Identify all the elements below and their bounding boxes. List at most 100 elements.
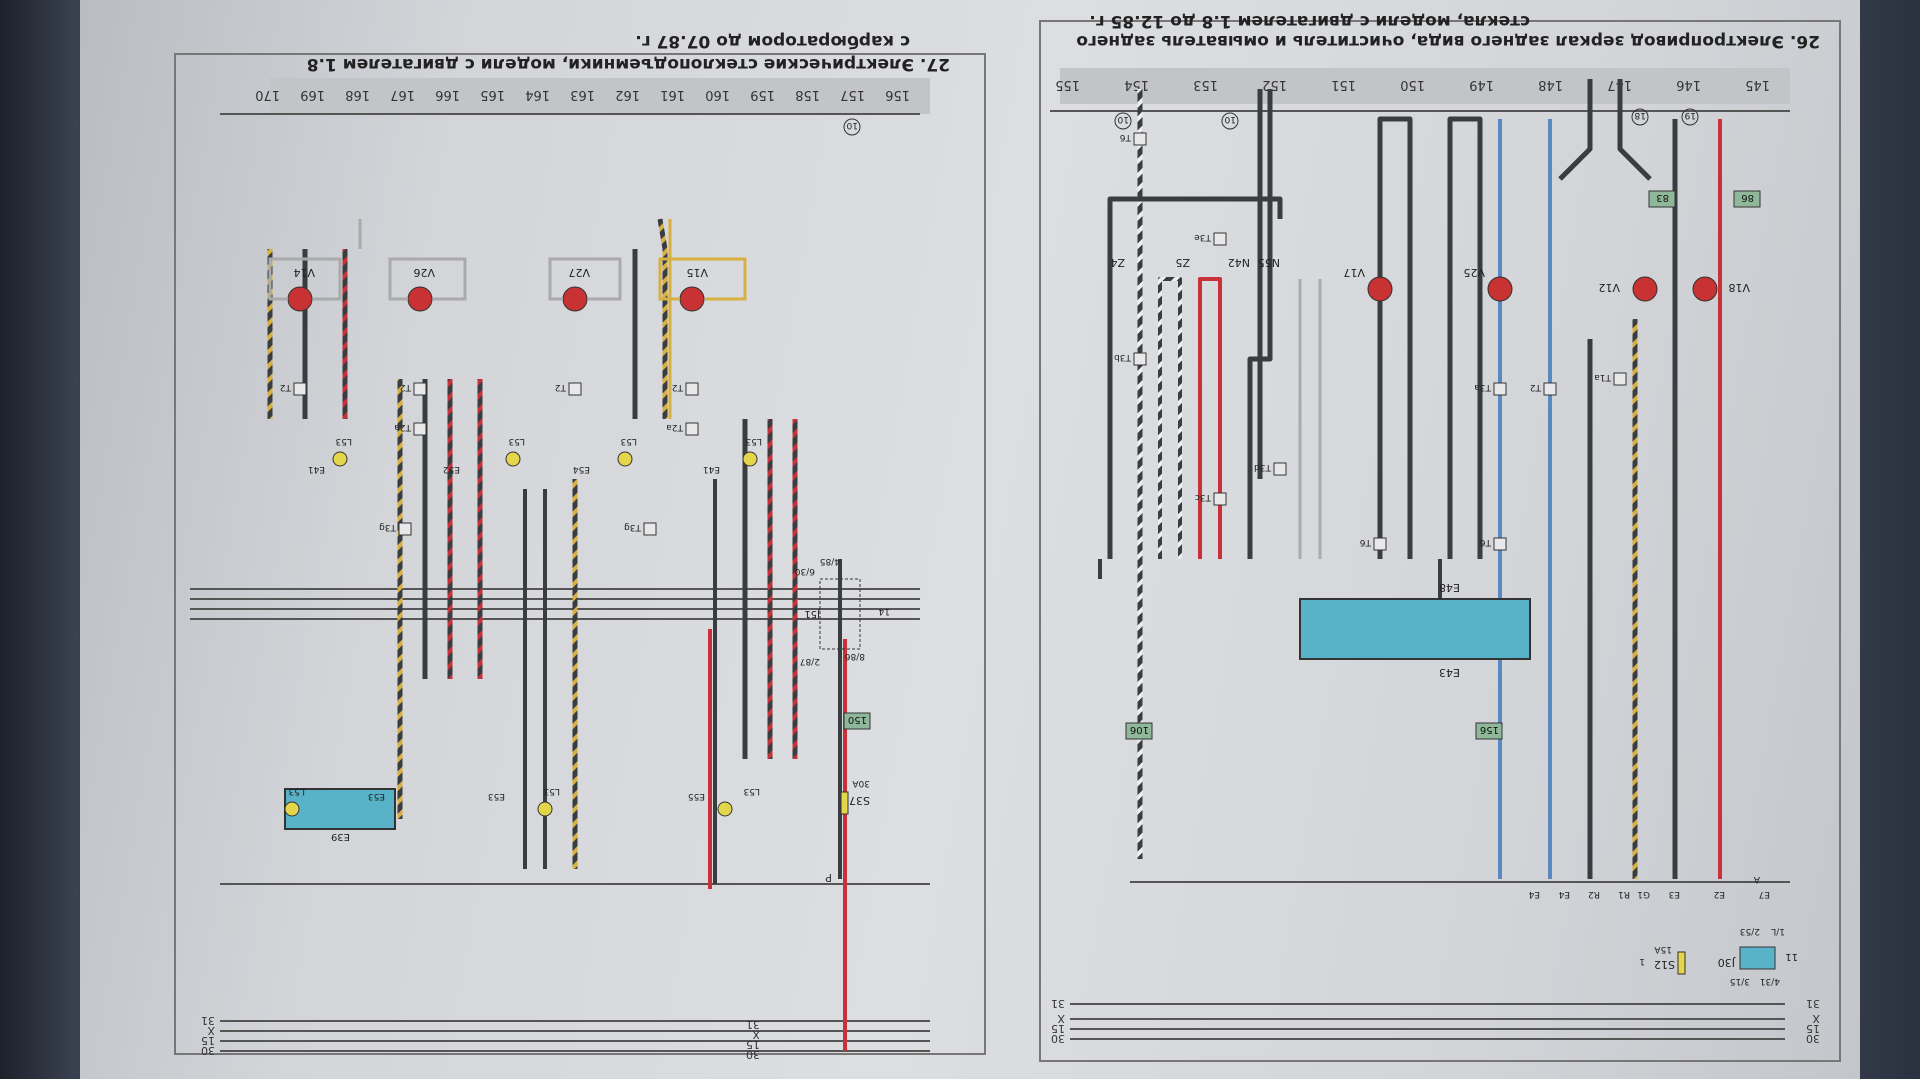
svg-text:2/87: 2/87 <box>800 656 820 666</box>
connector-label: T6 <box>1360 537 1372 547</box>
diagram-27-terminal-box: 150 <box>843 712 871 730</box>
connector-label: T2 <box>400 382 412 392</box>
connector-marker <box>1613 372 1627 386</box>
svg-text:E3: E3 <box>1669 889 1680 899</box>
diagram-27-ground-ref: 10 <box>843 118 861 136</box>
connector-marker <box>1373 537 1387 551</box>
diagram-26-terminal-boxes: 86 83 106 156 <box>1125 190 1761 740</box>
svg-text:1/L: 1/L <box>1771 926 1785 936</box>
diagram-26-frame <box>1039 20 1841 1062</box>
diagram-26-strip-labels: E7 E2 E3 G1 R1 R2 E4 E4 A <box>1528 874 1770 899</box>
connector-label: T3e <box>1194 232 1212 242</box>
diagram-26-grid-number: 145 <box>1745 77 1770 92</box>
window-motor-v14: V14 <box>287 266 315 312</box>
relay-j30: J30 11 4/31 3/15 2/53 1/L <box>1718 926 1798 986</box>
diagram-27-grid-band <box>270 78 930 114</box>
diagram-26-grid-number: 150 <box>1400 77 1425 92</box>
svg-text:15A: 15A <box>1654 944 1672 954</box>
diagram-26-grid-number: 155 <box>1055 77 1080 92</box>
window-motor-v27: V27 <box>562 266 590 312</box>
svg-text:30A: 30A <box>852 778 870 788</box>
svg-text:15: 15 <box>1806 1022 1820 1035</box>
connector-marker <box>685 422 699 436</box>
diagram-26-ground-refs: 19 18 10 10 <box>1114 108 1699 130</box>
diagram-26-title-line2: стекла, модели с двигателем 1.8 до 12.85… <box>1089 11 1530 31</box>
svg-text:N42: N42 <box>1228 256 1250 269</box>
svg-text:E54: E54 <box>573 464 590 474</box>
motor-loops-diagram-27 <box>268 257 747 301</box>
switch-e43: E43 E48 <box>1299 581 1531 679</box>
diagram-27-grid-number: 160 <box>705 87 730 102</box>
connector-marker <box>1493 382 1507 396</box>
svg-text:E41: E41 <box>703 464 720 474</box>
svg-text:15: 15 <box>1051 1022 1065 1035</box>
svg-text:E7: E7 <box>1759 889 1770 899</box>
svg-text:15: 15 <box>746 1038 760 1051</box>
svg-text:E53: E53 <box>488 791 505 801</box>
diagram-27-wires <box>267 218 847 1051</box>
svg-text:150: 150 <box>848 714 867 725</box>
diagram-27-grid-number: 165 <box>480 87 505 102</box>
svg-text:L53: L53 <box>509 436 525 446</box>
diagram-26-grid-number: 149 <box>1469 77 1494 92</box>
diagram-27-bus-labels: 30 15 X 31 30 15 X 31 P <box>201 871 832 1061</box>
svg-text:X: X <box>1812 1012 1820 1025</box>
svg-text:30: 30 <box>1051 1032 1065 1045</box>
svg-text:18: 18 <box>1634 110 1646 120</box>
connector-label: T6 <box>1480 537 1492 547</box>
nozzle-heaters: N55 N42 Z5 Z4 <box>1110 256 1280 269</box>
connector-marker <box>685 382 699 396</box>
switches-diagram-27: E41 E54 E52 E41 E53 E55 E53 <box>308 464 720 801</box>
svg-text:14: 14 <box>878 606 890 616</box>
diagram-26-grid-number: 151 <box>1331 77 1356 92</box>
svg-text:30: 30 <box>201 1044 215 1057</box>
diagram-27-grid-number: 167 <box>390 87 415 102</box>
svg-text:4/31: 4/31 <box>1760 976 1780 986</box>
svg-text:E43: E43 <box>1439 666 1460 679</box>
svg-text:31: 31 <box>1051 997 1065 1010</box>
connector-marker <box>1273 462 1287 476</box>
svg-text:86: 86 <box>1741 192 1754 203</box>
mirror-motor-v18: V18 <box>1692 276 1750 302</box>
svg-text:V25: V25 <box>1463 266 1485 279</box>
wiper-motor-v25: V25 <box>1463 266 1513 302</box>
relay-j51: J51 4/85 6/30 8/86 2/87 14 <box>795 556 890 666</box>
svg-text:E52: E52 <box>443 464 460 474</box>
svg-text:G1: G1 <box>1637 889 1650 899</box>
svg-text:V26: V26 <box>413 266 435 279</box>
lamps-diagram-27: L53 L53 L53 L53 L53 L53 L53 <box>284 436 762 817</box>
connector-label: T2a <box>394 422 412 432</box>
connector-label: T2a <box>666 422 684 432</box>
svg-text:E48: E48 <box>1439 581 1460 594</box>
diagram-27-grid-number: 168 <box>345 87 370 102</box>
svg-text:V27: V27 <box>568 266 590 279</box>
connector-marker <box>398 522 412 536</box>
svg-text:V12: V12 <box>1598 281 1620 294</box>
svg-text:6/30: 6/30 <box>795 566 815 576</box>
svg-text:L53: L53 <box>544 786 560 796</box>
connector-marker <box>1543 382 1557 396</box>
connector-label: T3g <box>624 522 642 532</box>
diagram-27-title-line2: с карбюратором до 07.87 г. <box>635 31 910 51</box>
svg-text:31: 31 <box>1806 997 1820 1010</box>
diagram-26-bus <box>1050 110 1790 1040</box>
diagram-26-bus-labels: 30 15 X 31 30 15 X 31 <box>1051 997 1820 1045</box>
fuse-s12: S12 15A 1 <box>1639 944 1686 975</box>
svg-text:Z4: Z4 <box>1110 256 1125 269</box>
diagram-27: 27. Электрические стеклоподъемники, моде… <box>174 31 986 1061</box>
svg-text:10: 10 <box>1117 114 1129 124</box>
diagram-27-grid-number: 162 <box>615 87 640 102</box>
connector-marker <box>413 422 427 436</box>
svg-text:L53: L53 <box>289 786 305 796</box>
washer-motor-v17: V17 <box>1343 266 1393 302</box>
svg-text:E55: E55 <box>688 791 705 801</box>
connector-marker <box>413 382 427 396</box>
svg-text:83: 83 <box>1656 192 1669 203</box>
svg-text:J30: J30 <box>1718 956 1736 969</box>
connector-label: T2 <box>672 382 684 392</box>
svg-text:E4: E4 <box>1528 889 1540 899</box>
svg-text:L53: L53 <box>746 436 762 446</box>
diagram-27-grid-number: 157 <box>840 87 865 102</box>
svg-text:L53: L53 <box>744 786 760 796</box>
